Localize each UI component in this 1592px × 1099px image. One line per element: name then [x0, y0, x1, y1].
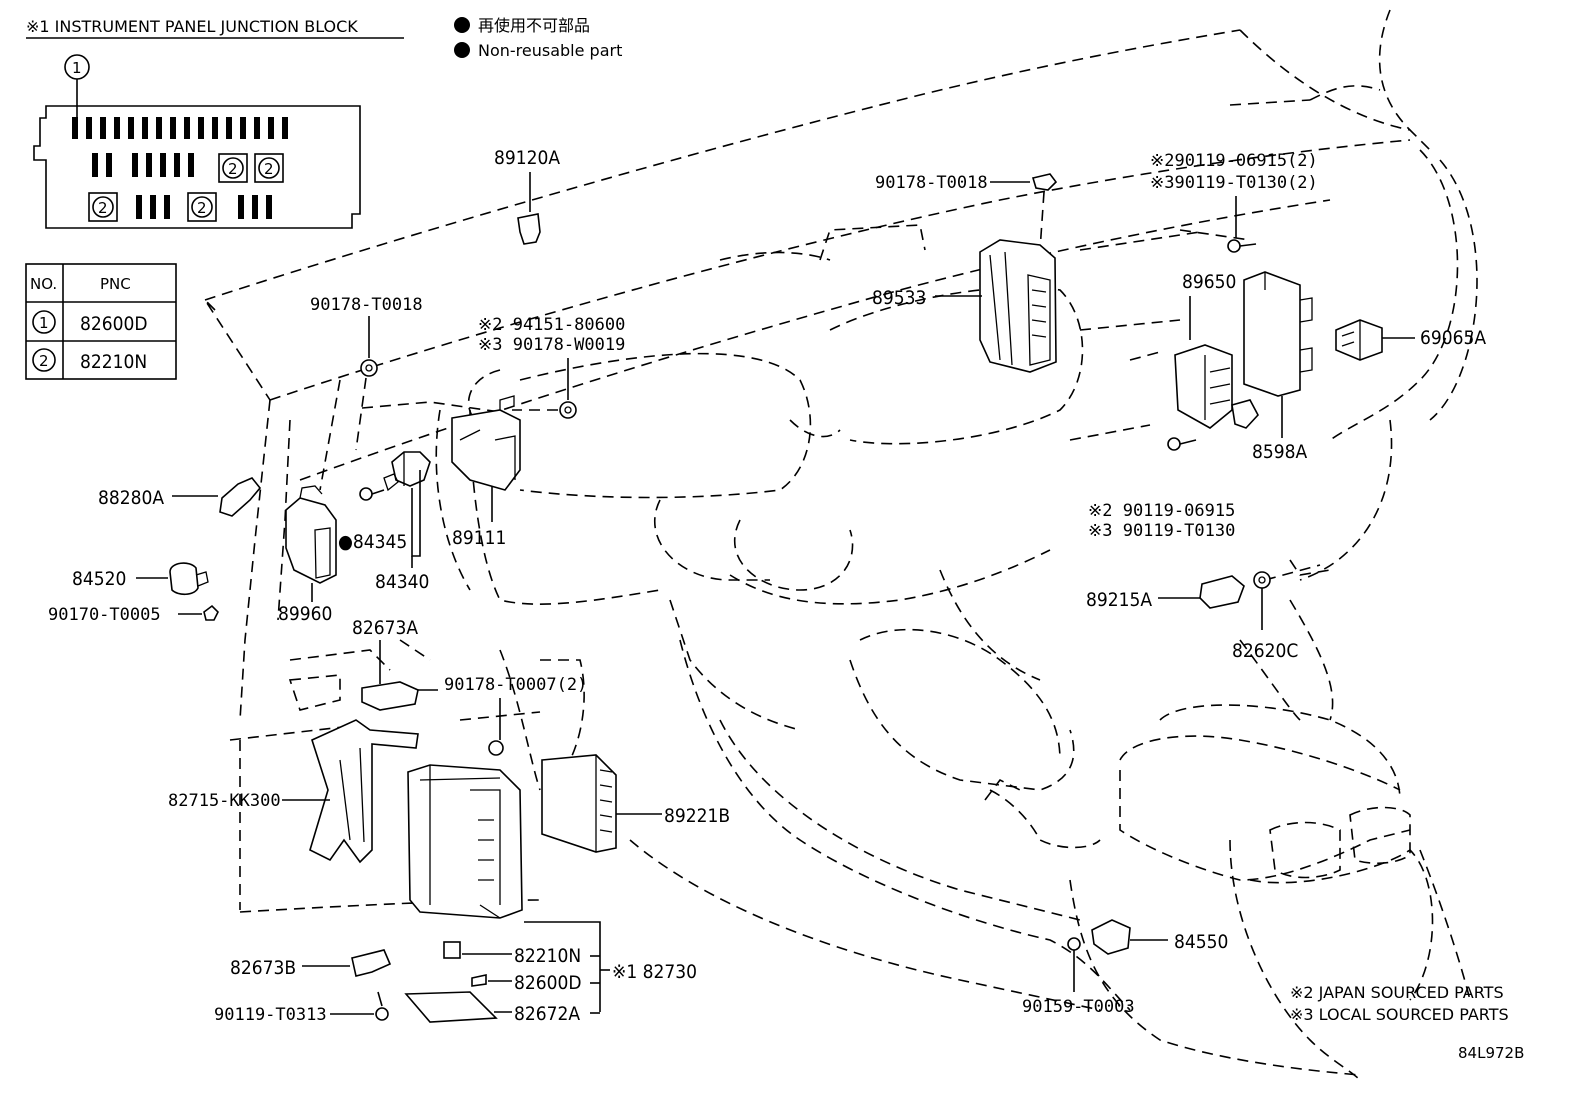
- svg-text:2: 2: [264, 160, 274, 178]
- label-82672A: 82672A: [514, 1003, 580, 1025]
- label-84550: 84550: [1174, 931, 1228, 953]
- diagram-id: 84L972B: [1458, 1044, 1524, 1062]
- part-84550: [1091, 919, 1168, 955]
- label-89533: 89533: [872, 287, 926, 309]
- table-row-no: 2: [39, 352, 49, 370]
- junction-block: 1 2 2: [33, 54, 361, 229]
- label-82715-KK300: 82715-KK300: [168, 791, 281, 811]
- footnote-japan-sourced: ※2 JAPAN SOURCED PARTS: [1290, 983, 1504, 1002]
- legend-en: Non-reusable part: [478, 41, 622, 60]
- non-reusable-dot-icon: [454, 42, 470, 58]
- label-89120A: 89120A: [494, 147, 560, 169]
- label-82210N: 82210N: [514, 945, 581, 967]
- part-90178-T0007: [488, 698, 504, 756]
- part-82673B: [302, 949, 392, 977]
- footnote-local-sourced: ※3 LOCAL SOURCED PARTS: [1290, 1005, 1509, 1024]
- svg-text:2: 2: [197, 199, 207, 217]
- svg-text:2: 2: [228, 160, 238, 178]
- label-82730: ※1 82730: [612, 961, 697, 983]
- table-header-no: NO.: [30, 275, 57, 293]
- callout-number: 1: [72, 59, 82, 77]
- label-89221B: 89221B: [664, 805, 730, 827]
- part-90178-T0018-top: [990, 173, 1058, 251]
- label-88280A: 88280A: [98, 487, 164, 509]
- label-90178-T0018-left: 90178-T0018: [310, 295, 423, 315]
- part-90178-T0018-left: [319, 316, 378, 491]
- pnc-table: NO. PNC 1 82600D 2 82210N: [25, 263, 177, 380]
- fuse-row: [72, 117, 288, 219]
- label-90170-T0005: 90170-T0005: [48, 605, 161, 625]
- label-82673B: 82673B: [230, 957, 296, 979]
- part-82620C: [1253, 571, 1271, 630]
- label-69065A: 69065A: [1420, 327, 1486, 349]
- label-90119-06915: ※2 90119-06915: [1088, 501, 1235, 521]
- part-82600D: [471, 974, 512, 987]
- part-88280A: [172, 477, 262, 517]
- label-89960: 89960: [278, 603, 332, 625]
- part-90159-T0003: [1067, 937, 1081, 992]
- part-90119-T0313: [330, 991, 389, 1021]
- label-90119-06915-2: ※290119-06915(2): [1150, 151, 1318, 171]
- part-89221B: [541, 754, 662, 853]
- part-89111: [451, 395, 521, 522]
- part-89120A: [517, 172, 541, 245]
- part-82673A: [361, 640, 438, 711]
- label-90178-T0007: 90178-T0007(2): [444, 675, 587, 695]
- label-94151-80600: ※2 94151-80600: [478, 315, 625, 335]
- relay-marker: 2: [254, 153, 284, 183]
- label-89215A: 89215A: [1086, 589, 1152, 611]
- label-89650: 89650: [1182, 271, 1236, 293]
- label-90178-W0019: ※3 90178-W0019: [478, 335, 625, 355]
- label-84520: 84520: [72, 568, 126, 590]
- part-89215A: [1158, 575, 1245, 609]
- label-90159-T0003: 90159-T0003: [1022, 997, 1135, 1017]
- table-row-pnc: 82600D: [80, 313, 148, 335]
- part-8598A: [1243, 271, 1313, 438]
- label-90119-T0130: ※3 90119-T0130: [1088, 521, 1235, 541]
- part-82715-KK300: [282, 719, 419, 864]
- label-82600D: 82600D: [514, 972, 582, 994]
- relay-marker: 2: [187, 192, 217, 222]
- relay-marker: 2: [88, 192, 118, 222]
- label-8598A: 8598A: [1252, 441, 1307, 463]
- relay-marker: 2: [218, 153, 248, 183]
- part-94151-80600: [361, 358, 577, 419]
- table-row-pnc: 82210N: [80, 351, 147, 373]
- part-89533: [935, 239, 1057, 373]
- label-84345: ●84345: [338, 531, 407, 553]
- instrument-panel-outline: [204, 9, 1478, 1081]
- part-82672A: [404, 991, 512, 1023]
- part-89650: [1167, 296, 1259, 451]
- junction-block-title: ※1 INSTRUMENT PANEL JUNCTION BLOCK: [26, 17, 358, 36]
- part-90170-T0005: [178, 604, 219, 621]
- part-69065A: [1335, 319, 1415, 361]
- part-90119-screw-top: [1227, 196, 1257, 253]
- label-82673A: 82673A: [352, 617, 418, 639]
- label-90178-T0018-top: 90178-T0018: [875, 173, 988, 193]
- label-84340: 84340: [375, 571, 429, 593]
- label-90119-T0130-2: ※390119-T0130(2): [1150, 173, 1318, 193]
- svg-text:2: 2: [98, 199, 108, 217]
- part-89960: [285, 485, 337, 602]
- table-row-no: 1: [39, 314, 49, 332]
- non-reusable-dot-icon: [454, 17, 470, 33]
- label-82620C: 82620C: [1232, 640, 1298, 662]
- label-89111: 89111: [452, 527, 506, 549]
- part-84520: [136, 562, 209, 596]
- label-90119-T0313: 90119-T0313: [214, 1005, 327, 1025]
- legend-jp: 再使用不可部品: [478, 16, 590, 35]
- part-82730: [407, 764, 601, 1012]
- table-header-pnc: PNC: [100, 275, 131, 293]
- part-84340: [359, 451, 431, 568]
- part-82210N: [443, 941, 512, 959]
